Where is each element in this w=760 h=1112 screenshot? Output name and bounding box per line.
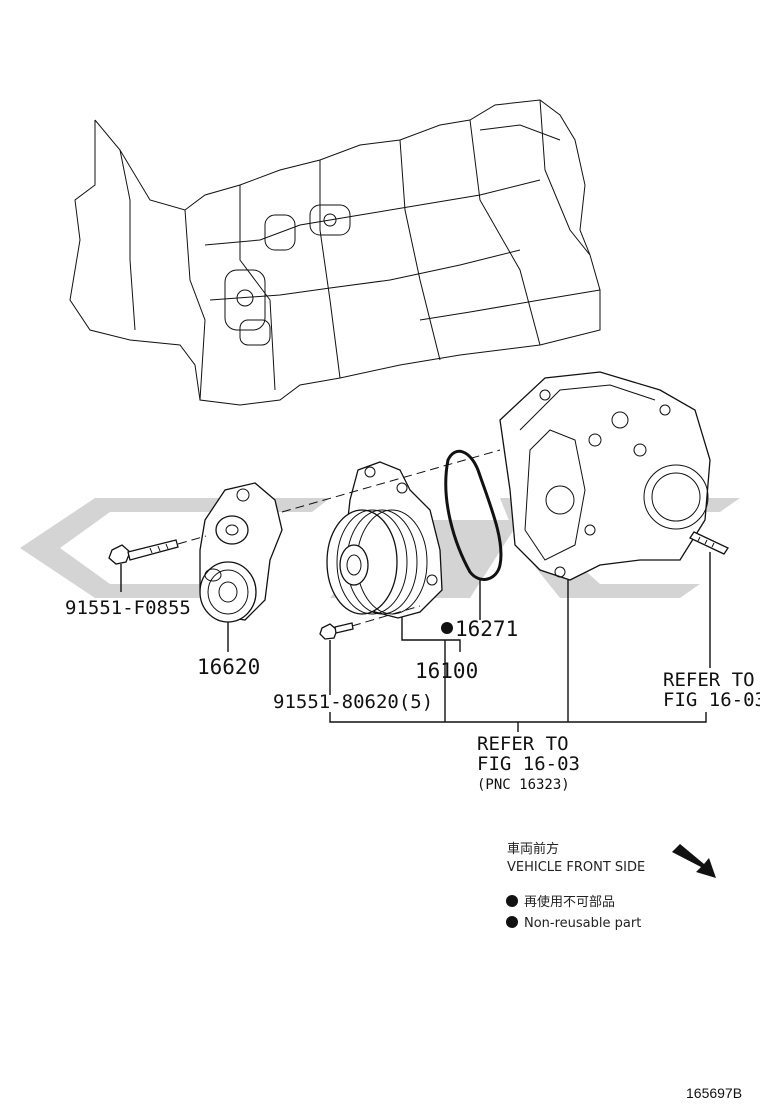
stud-drawing [689, 531, 729, 555]
legend-front-side-en: VEHICLE FRONT SIDE [507, 860, 645, 875]
label-bolt-short: 91551-80620(5) [273, 691, 433, 713]
refer-center-line2: FIG 16-03 [477, 753, 580, 775]
refer-center-line3: (PNC 16323) [477, 777, 570, 793]
leader-lines [120, 552, 711, 732]
non-reusable-dot-icon [441, 622, 453, 634]
engine-block-drawing [69, 99, 601, 406]
water-pump-drawing [326, 461, 443, 619]
label-bolt-long: 91551-F0855 [65, 597, 191, 619]
label-water-pump: 16100 [415, 659, 478, 683]
long-bolt-drawing [108, 539, 179, 565]
non-reusable-dot-icon [506, 895, 518, 907]
legend-front-side-jp: 車両前方 [507, 841, 559, 857]
refer-right-line1: REFER TO [663, 669, 755, 691]
label-tensioner: 16620 [197, 655, 260, 679]
legend-non-reusable-jp: 再使用不可部品 [524, 894, 615, 910]
label-gasket: 16271 [455, 617, 518, 641]
legend-non-reusable-en: Non-reusable part [524, 916, 641, 931]
timing-cover-drawing [499, 371, 711, 581]
alignment-lines [177, 449, 501, 627]
non-reusable-dot-icon [506, 916, 518, 928]
tensioner-drawing [199, 482, 283, 623]
refer-right-line2: FIG 16-03 [663, 689, 760, 711]
refer-center-line1: REFER TO [477, 733, 569, 755]
diagram-code: 165697B [686, 1085, 742, 1101]
gasket-drawing [444, 449, 503, 581]
arrow-icon [672, 844, 716, 878]
short-bolt-drawing [319, 622, 354, 640]
